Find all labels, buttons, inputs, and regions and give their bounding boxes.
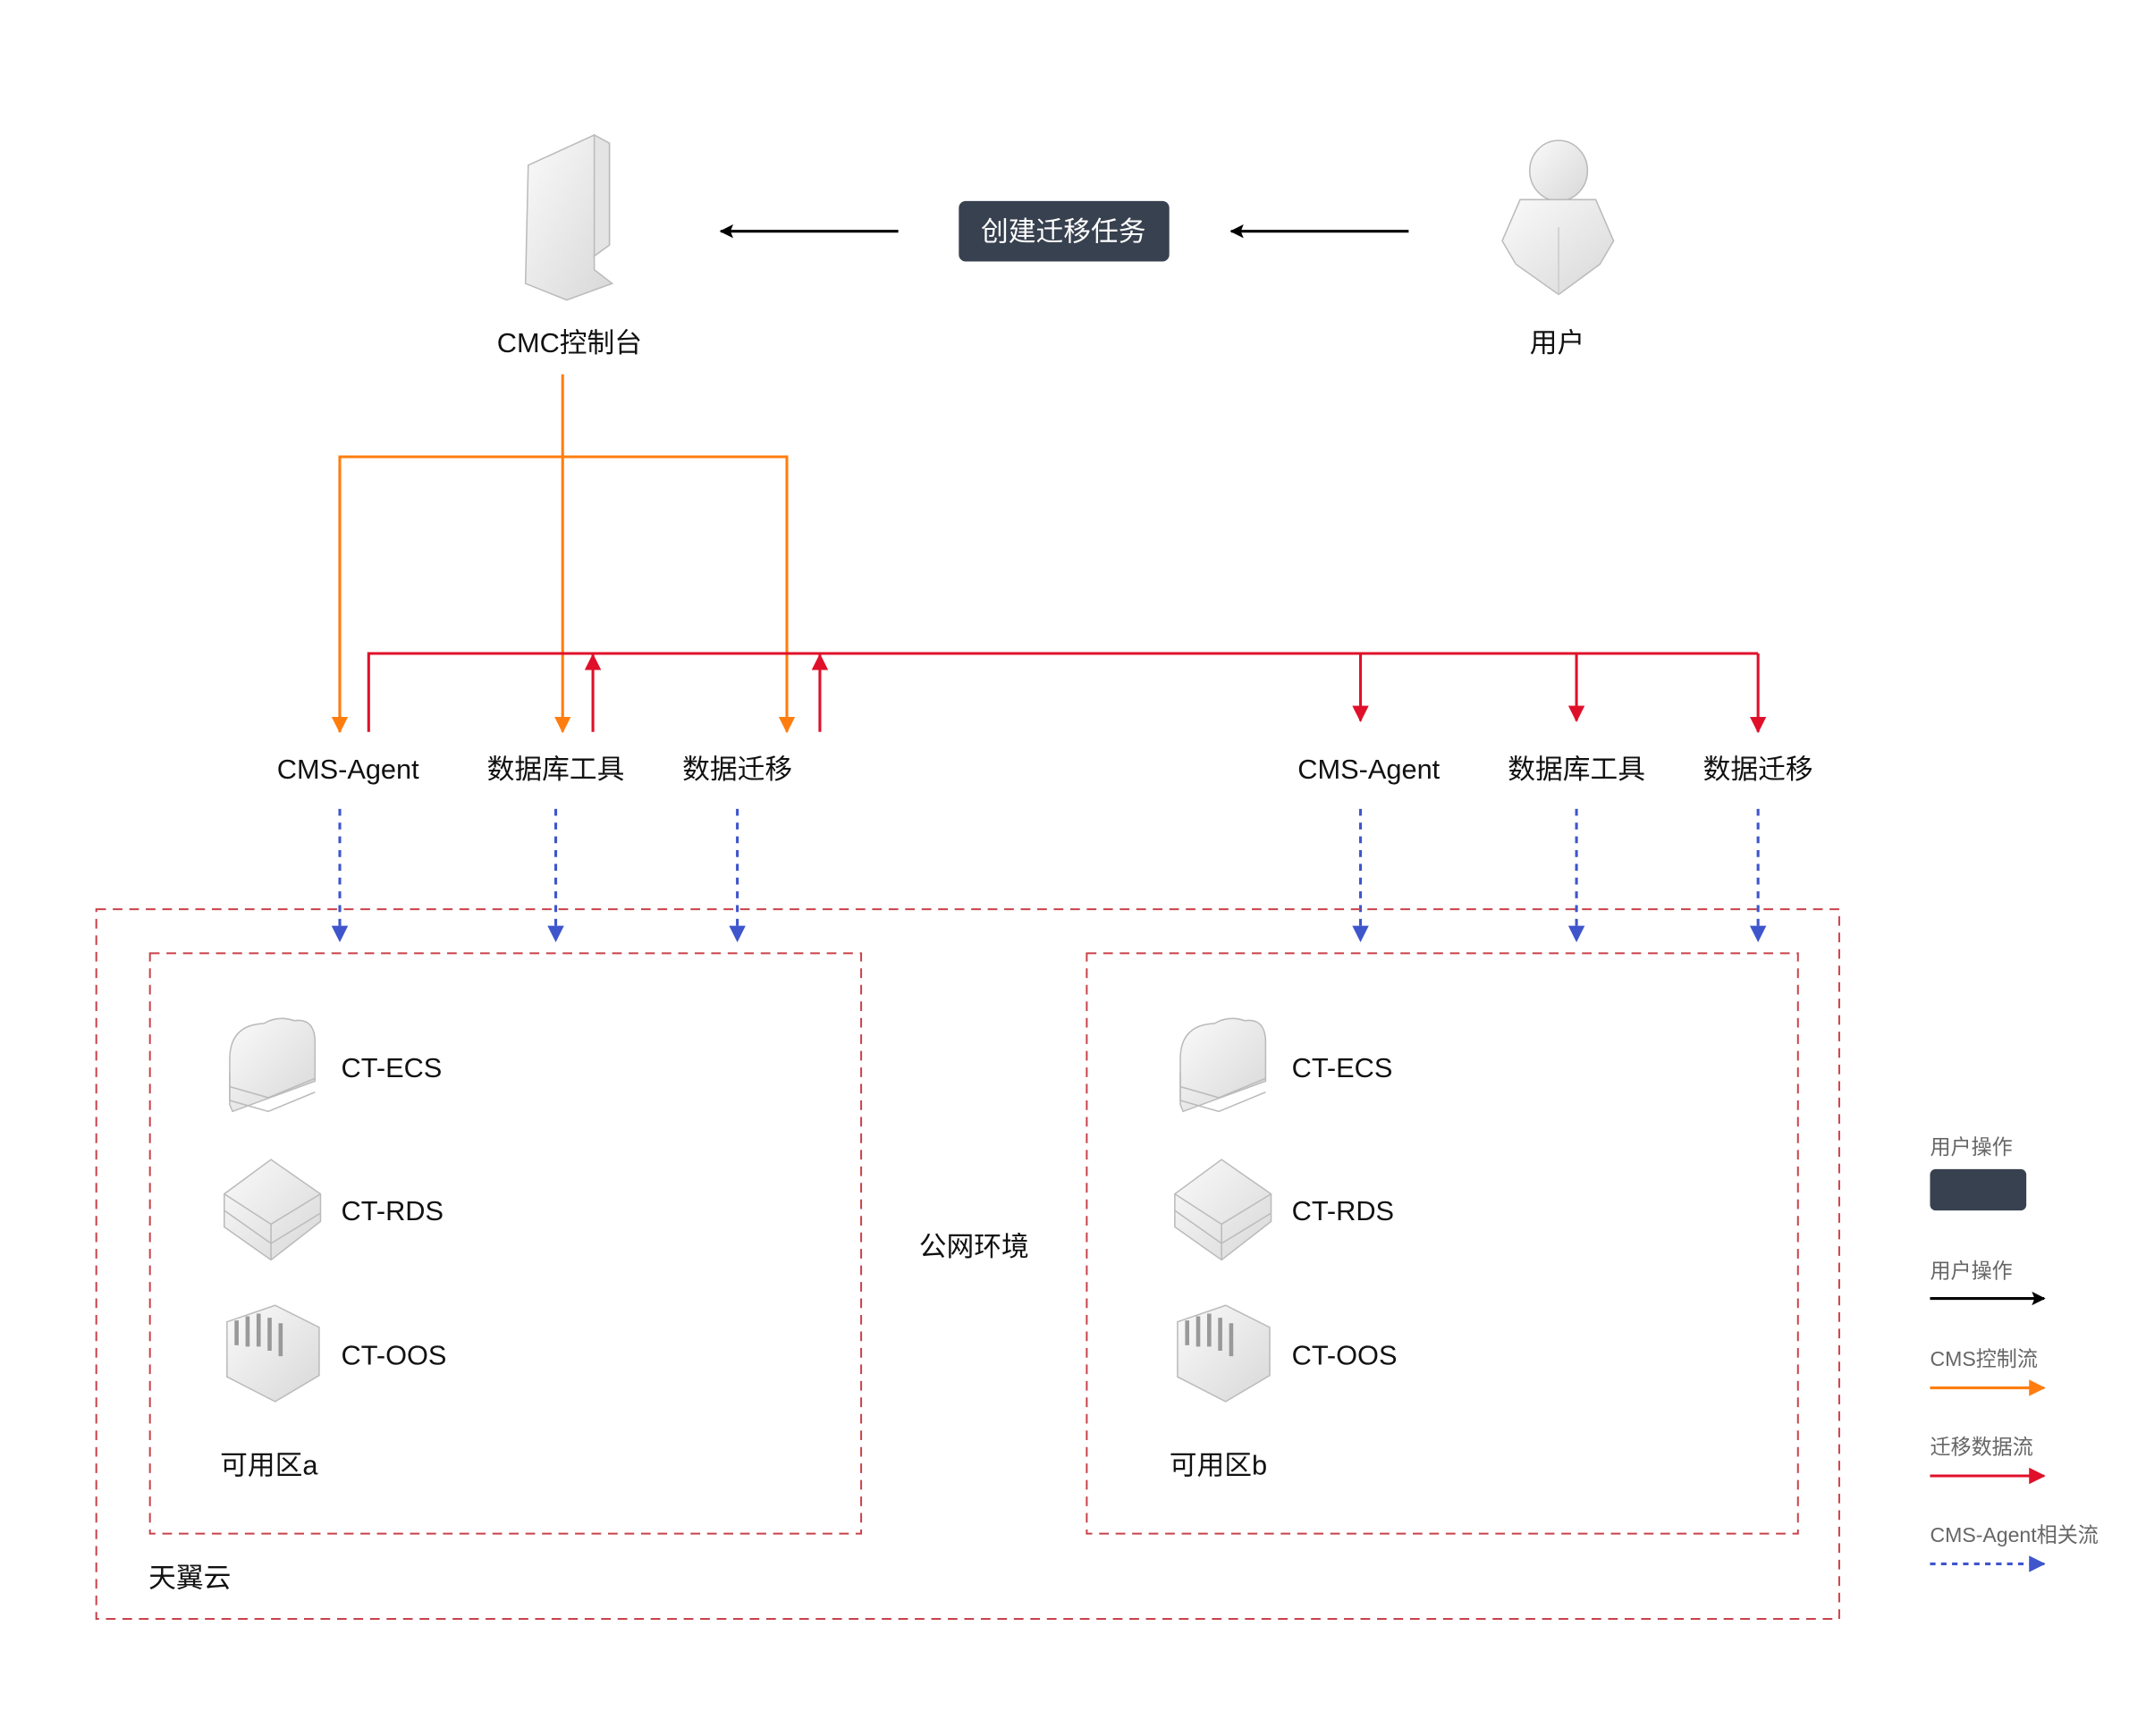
zone-b-rds-label: CT-RDS [1292,1195,1394,1226]
oos-icon [1177,1304,1271,1403]
left-data-migration-label: 数据迁移 [682,754,792,785]
legend-user-action-box-label: 用户操作 [1930,1135,2012,1159]
tianyi-cloud-boundary [95,908,1840,1620]
zone-b-label: 可用区b [1170,1449,1267,1480]
zone-b-ecs-label: CT-ECS [1292,1052,1393,1083]
cms-control-flow [331,374,796,734]
create-migration-task-label: 创建迁移任务 [981,215,1146,247]
right-cms-agent-label: CMS-Agent [1297,754,1440,785]
cms-agent-flow [331,808,1767,943]
legend-user-action-box [1930,1168,2027,1211]
migration-data-flow [367,652,1767,734]
create-migration-task-button[interactable]: 创建迁移任务 [959,200,1170,262]
public-network-label: 公网环境 [919,1231,1029,1262]
left-db-tool-label: 数据库工具 [487,754,625,785]
zone-a-rds-label: CT-RDS [342,1195,444,1226]
ecs-icon [1179,1017,1267,1113]
zone-a-label: 可用区a [220,1449,318,1480]
console-label: CMC控制台 [497,327,642,358]
left-cms-agent-label: CMS-Agent [277,754,419,785]
rds-icon [1174,1159,1272,1261]
legend-cms-control-label: CMS控制流 [1930,1347,2037,1370]
zone-b-oos-label: CT-OOS [1292,1339,1398,1370]
console-icon [524,133,614,301]
zone-a: CT-ECS CT-RDS CT-OOS 可用区a [148,952,863,1535]
right-db-tool-label: 数据库工具 [1508,754,1645,785]
rds-icon [224,1159,322,1261]
ecs-icon [229,1017,317,1113]
legend: 用户操作 用户操作 CMS控制流 迁移数据流 CMS-Agent相关流 [1930,1135,2099,1572]
legend-user-action-arrow-label: 用户操作 [1930,1259,2012,1282]
zone-b: CT-ECS CT-RDS CT-OOS 可用区b [1086,952,1799,1535]
legend-cms-agent-label: CMS-Agent相关流 [1930,1523,2098,1546]
zone-a-oos-label: CT-OOS [342,1339,447,1370]
legend-migration-data-label: 迁移数据流 [1930,1435,2032,1458]
right-data-migration-label: 数据迁移 [1703,754,1813,785]
zone-a-ecs-label: CT-ECS [342,1052,443,1083]
user-label: 用户 [1530,327,1585,358]
cloud-label: 天翼云 [148,1563,231,1594]
oos-icon [226,1304,320,1403]
user-icon [1501,139,1615,296]
